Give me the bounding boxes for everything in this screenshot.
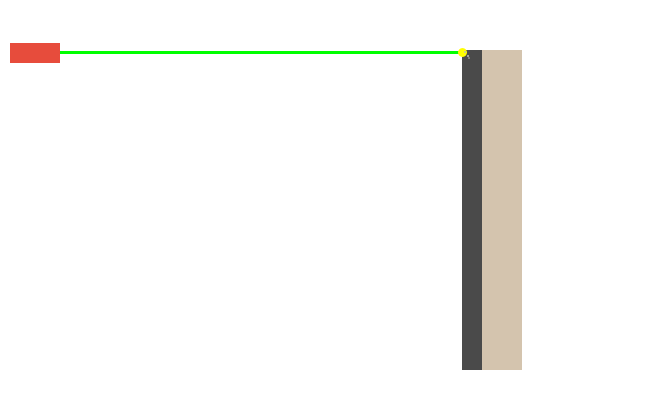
spark-particle bbox=[467, 55, 469, 57]
spark-icon bbox=[464, 51, 470, 59]
wall-light-strip bbox=[482, 50, 522, 370]
spark-particle bbox=[464, 51, 466, 53]
laser-beam bbox=[60, 51, 462, 54]
spark-particle bbox=[468, 57, 470, 59]
wall-dark-strip bbox=[462, 50, 482, 370]
source-block[interactable] bbox=[10, 43, 60, 63]
impact-dot-icon bbox=[458, 48, 467, 57]
